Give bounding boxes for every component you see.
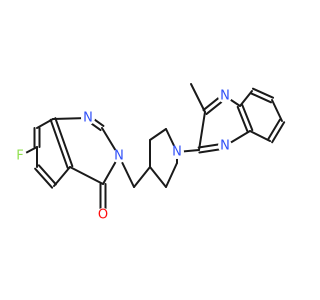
- nitrogen-atom-piperidine: N: [170, 145, 184, 160]
- bond-q3-q2: [198, 111, 206, 151]
- bond-a8a-a4a: [54, 117, 74, 168]
- bond-a5-a6: [37, 164, 57, 186]
- bond-q5-q4a: [249, 130, 271, 142]
- bond-lines: [19, 83, 286, 210]
- nitrogen-quinoxaline-b-label: N: [220, 139, 230, 154]
- bond-a8a-a4a: [49, 118, 69, 169]
- fluorine-atom-label: F: [16, 149, 23, 164]
- nitrogen-atom-n3: N: [112, 149, 126, 164]
- bond-a5-a6: [34, 167, 54, 189]
- oxygen-atom: O: [96, 208, 110, 223]
- atom-labels: F N N O N N N: [13, 89, 232, 223]
- nitrogen-n3-label: N: [114, 149, 124, 164]
- bond-p3-p2: [165, 162, 178, 188]
- bond-ch2-p4: [133, 166, 151, 188]
- molecule-structure-diagram: F N N O N N N: [13, 83, 286, 223]
- nitrogen-quinoxaline-a-label: N: [220, 89, 230, 104]
- nitrogen-atom-n1: N: [81, 111, 95, 126]
- bond-q4a-q8a: [241, 104, 254, 132]
- bond-p4-p3: [149, 166, 167, 188]
- bond-q6-q5: [266, 118, 281, 141]
- bond-q8-q7: [249, 92, 272, 104]
- bond-q6-q5: [271, 121, 286, 144]
- bond-q7-q6: [271, 99, 283, 122]
- nitrogen-n1-label: N: [83, 111, 93, 126]
- nitrogen-atom-quinoxaline-a: N: [218, 89, 232, 104]
- bond-q4a-q8a: [236, 105, 249, 133]
- bond-a4-a4a: [69, 166, 104, 185]
- fluorine-atom: F: [13, 149, 27, 164]
- nitrogen-piperidine-label: N: [172, 145, 182, 160]
- bond-q3-me: [190, 83, 206, 113]
- bond-q8-q7: [252, 87, 275, 99]
- oxygen-atom-label: O: [98, 208, 108, 223]
- bond-p6-p5: [149, 128, 167, 141]
- bond-a4a-a5: [53, 166, 71, 187]
- nitrogen-atom-quinoxaline-b: N: [218, 139, 232, 154]
